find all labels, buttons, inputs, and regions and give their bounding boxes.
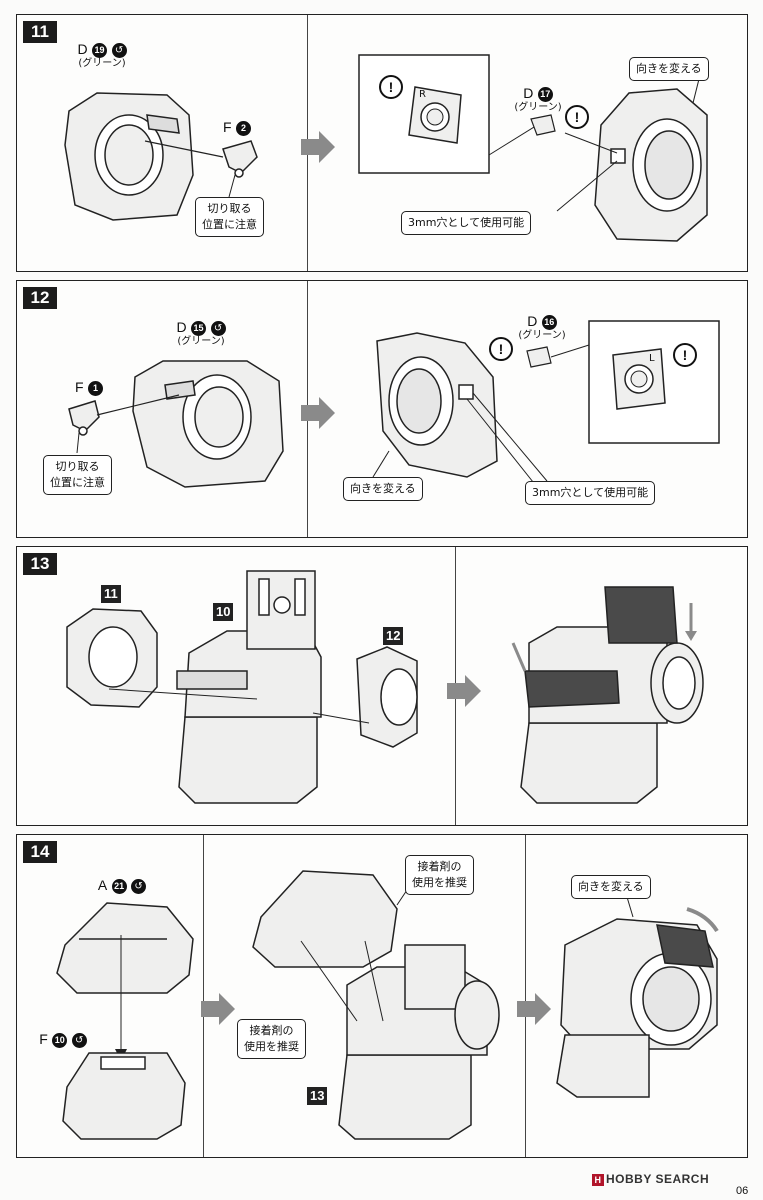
part-number-badge: 15: [191, 321, 207, 336]
turn-around-note: 向きを変える: [571, 875, 651, 899]
part-d15-label: D 15 ↺ (グリーン): [176, 319, 226, 348]
step-14-drawing: [56, 870, 719, 1140]
reference-step-badge: 10: [213, 603, 234, 621]
exclamation-icon: !: [673, 343, 697, 367]
hole-mark-letter: R: [419, 89, 426, 100]
part-number-badge: 2: [236, 121, 251, 136]
step-number: 13: [23, 553, 57, 575]
step-number: 11: [23, 21, 57, 43]
part-d16-label: D 16 (グリーン): [518, 313, 566, 342]
step-12-panel: 12: [16, 280, 748, 538]
glue-recommended-note: 接着剤の使用を推奨: [237, 1019, 306, 1059]
part-number-badge: 10: [52, 1033, 68, 1048]
part-number-badge: 1: [88, 381, 103, 396]
step-13-panel: 13: [16, 546, 748, 826]
reference-step-badge: 13: [307, 1087, 328, 1105]
step-12-drawing: [68, 320, 720, 488]
reference-step-badge: 11: [101, 585, 121, 603]
step-11-drawing: [64, 54, 708, 242]
exclamation-icon: !: [379, 75, 403, 99]
step-14-panel: 14: [16, 834, 748, 1158]
hole-usage-note: 3mm穴として使用可能: [525, 481, 656, 505]
swirl-icon: ↺: [71, 1033, 87, 1048]
step-13-drawing: [66, 570, 704, 804]
part-d19-shape: [64, 92, 194, 221]
step-number: 14: [23, 841, 57, 863]
right-arrow-icon: [301, 131, 335, 163]
part-f1-label: F 1: [69, 379, 109, 396]
swirl-icon: ↺: [111, 43, 127, 58]
turn-around-note: 向きを変える: [629, 57, 709, 81]
page-number: 06: [736, 1185, 749, 1197]
part-f2-shape: [222, 140, 258, 178]
part-d19-label: D 19 ↺ (グリーン): [77, 41, 127, 70]
hole-usage-note: 3mm穴として使用可能: [401, 211, 532, 235]
right-arrow-icon: [517, 993, 551, 1025]
step-11-panel: 11: [16, 14, 748, 272]
part-number-badge: 19: [92, 43, 108, 58]
part-number-badge: 21: [111, 879, 127, 894]
glue-recommended-note: 接着剤の使用を推奨: [405, 855, 474, 895]
part-d17-label: D 17 (グリーン): [514, 85, 562, 114]
turn-around-note: 向きを変える: [343, 477, 423, 501]
step-number: 12: [23, 287, 57, 309]
swirl-icon: ↺: [131, 879, 147, 894]
part-f10-label: F 10 ↺: [31, 1031, 95, 1048]
cut-position-note: 切り取る位置に注意: [43, 455, 112, 495]
swirl-icon: ↺: [210, 321, 226, 336]
part-d15-turned-shape: [376, 332, 498, 478]
cut-position-note: 切り取る位置に注意: [195, 197, 264, 237]
right-arrow-icon: [447, 675, 481, 707]
right-arrow-icon: [201, 993, 235, 1025]
part-number-badge: 17: [537, 87, 553, 102]
exclamation-icon: !: [489, 337, 513, 361]
panel-divider: [525, 835, 526, 1157]
panel-divider: [203, 835, 204, 1157]
part-f1-shape: [68, 400, 100, 436]
part-a21-label: A 21 ↺: [87, 877, 157, 894]
reference-step-badge: 12: [383, 627, 404, 645]
right-arrow-icon: [301, 397, 335, 429]
part-d19-turned-shape: [594, 88, 708, 242]
part-number-badge: 16: [541, 315, 557, 330]
part-d15-shape: [132, 360, 284, 488]
exclamation-icon: !: [565, 105, 589, 129]
hole-mark-letter: L: [649, 353, 655, 364]
part-f2-label: F 2: [217, 119, 257, 136]
